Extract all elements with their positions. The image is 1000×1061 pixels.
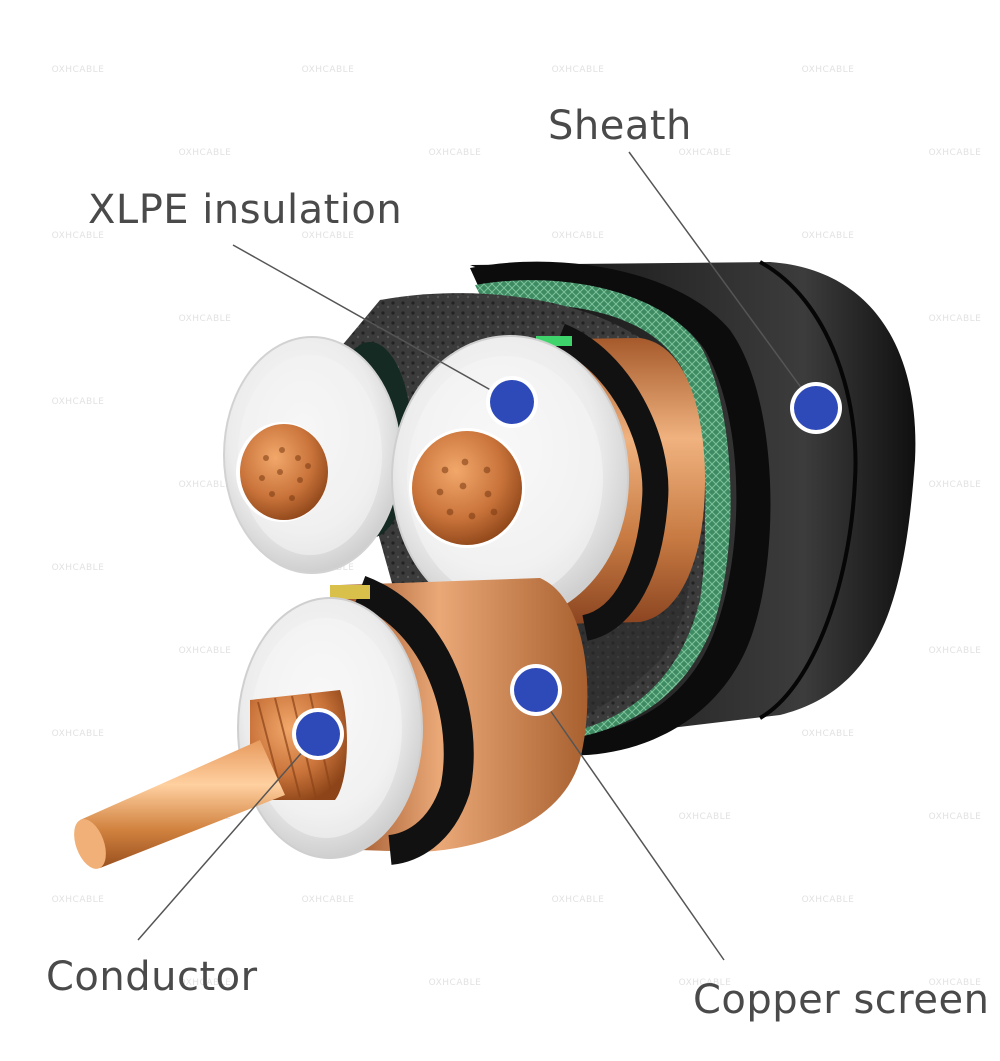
leader-line-conductor: [137, 733, 319, 941]
watermark-text: OXHCABLE: [929, 148, 982, 158]
core-upper-right: [391, 323, 705, 641]
watermark-text: OXHCABLE: [179, 978, 232, 988]
watermark-text: OXHCABLE: [302, 231, 355, 241]
watermark-text: OXHCABLE: [429, 148, 482, 158]
core-color-tape: [536, 336, 572, 346]
core-yellow-tape: [330, 585, 370, 599]
watermark-text: OXHCABLE: [679, 148, 732, 158]
watermark-text: OXHCABLE: [179, 314, 232, 324]
leader-line-xlpe: [232, 244, 513, 403]
watermark-text: OXHCABLE: [52, 397, 105, 407]
watermark-text: OXHCABLE: [802, 895, 855, 905]
watermark-text: OXHCABLE: [52, 563, 105, 573]
watermark-text: OXHCABLE: [552, 231, 605, 241]
leader-line-copper-screen: [535, 689, 725, 961]
label-sheath: Sheath: [548, 103, 692, 149]
watermark-text: OXHCABLE: [302, 65, 355, 75]
watermark-text: OXHCABLE: [929, 646, 982, 656]
watermark-text: OXHCABLE: [52, 65, 105, 75]
watermark-text: OXHCABLE: [929, 978, 982, 988]
watermark-text: OXHCABLE: [179, 646, 232, 656]
watermark-text: OXHCABLE: [52, 895, 105, 905]
watermark-text: OXHCABLE: [429, 978, 482, 988]
leader-lines: [137, 151, 817, 961]
watermark-text: OXHCABLE: [302, 895, 355, 905]
watermark-text: OXHCABLE: [52, 729, 105, 739]
watermark-text: OXHCABLE: [552, 65, 605, 75]
watermark-text: OXHCABLE: [679, 978, 732, 988]
watermark-text: OXHCABLE: [679, 812, 732, 822]
watermark-text: OXHCABLE: [179, 148, 232, 158]
watermark-text: OXHCABLE: [802, 231, 855, 241]
markers: [292, 376, 842, 760]
watermark-text: OXHCABLE: [552, 895, 605, 905]
core-upper-left: [223, 336, 412, 574]
leader-line-sheath: [628, 151, 817, 409]
label-xlpe-insulation: XLPE insulation: [88, 187, 403, 233]
watermark-text: OXHCABLE: [802, 65, 855, 75]
watermark-text: OXHCABLE: [52, 231, 105, 241]
label-conductor: Conductor: [46, 954, 258, 1000]
watermark-text: OXHCABLE: [929, 480, 982, 490]
label-copper-screen: Copper screen: [693, 977, 990, 1023]
watermark-text: OXHCABLE: [929, 314, 982, 324]
watermark-text: OXHCABLE: [929, 812, 982, 822]
watermark-text: OXHCABLE: [179, 480, 232, 490]
watermark-text: OXHCABLE: [802, 729, 855, 739]
